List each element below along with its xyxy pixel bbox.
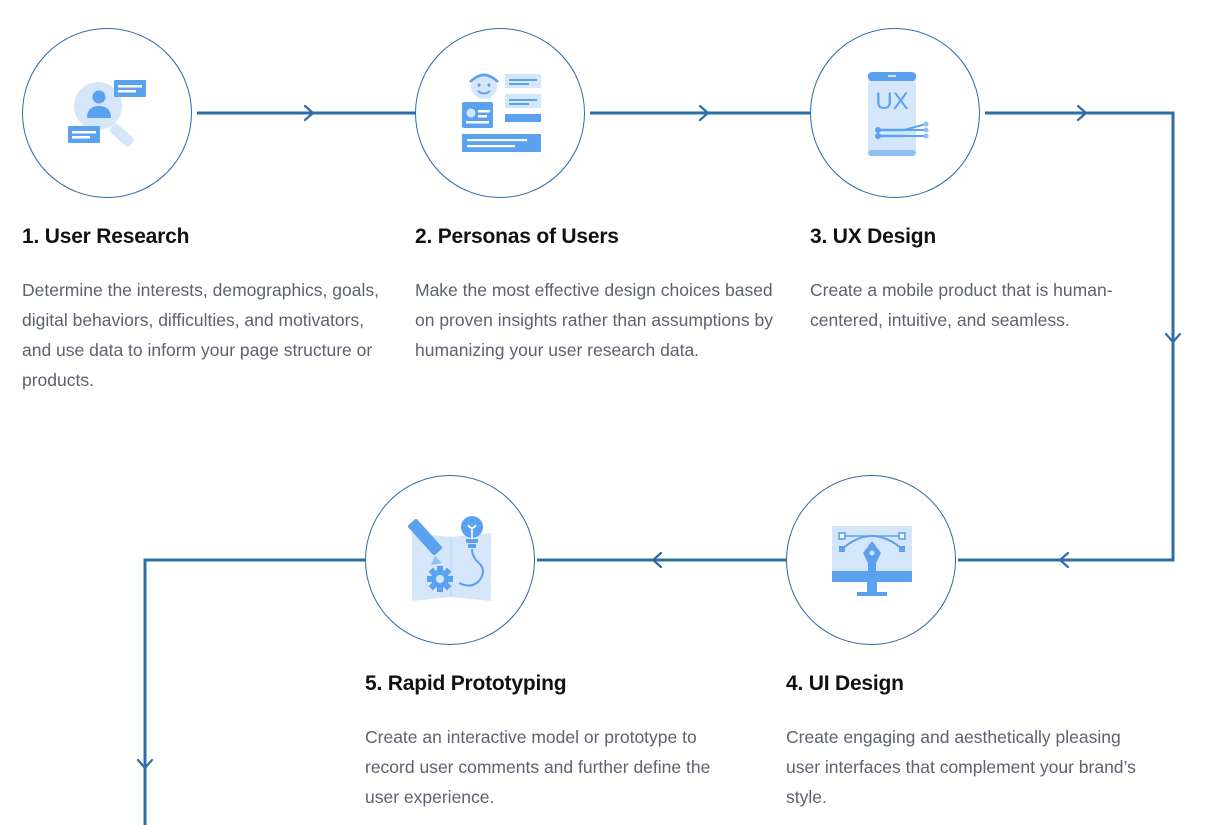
step-2-circle	[415, 28, 585, 198]
arrow-down-icon	[1164, 332, 1182, 344]
step-1-title: 1. User Research	[22, 225, 190, 248]
user-research-icon	[68, 80, 146, 147]
step-4-title: 4. UI Design	[786, 672, 904, 695]
step-4-description: Create engaging and aesthetically pleasi…	[786, 727, 1136, 807]
step-5-circle	[365, 475, 535, 645]
persona-profile-icon	[462, 73, 541, 152]
step-5-description: Create an interactive model or prototype…	[365, 727, 711, 807]
step-3-circle: UX	[810, 28, 980, 198]
prototyping-tools-icon	[407, 516, 491, 601]
ux-mobile-icon: UX	[868, 72, 929, 156]
step-3-description: Create a mobile product that is human-ce…	[810, 280, 1113, 330]
arrow-right-icon	[698, 104, 710, 122]
step-2-title: 2. Personas of Users	[415, 225, 619, 248]
pen-tool-monitor-icon	[832, 526, 912, 596]
step-3-title: 3. UX Design	[810, 225, 936, 248]
arrow-down-icon	[136, 758, 154, 770]
step-4-circle	[786, 475, 956, 645]
step-1-circle	[22, 28, 192, 198]
arrow-left-icon	[1058, 551, 1070, 569]
connector-line-3-4	[958, 111, 1175, 562]
arrow-right-icon	[1076, 104, 1088, 122]
step-2-description: Make the most effective design choices b…	[415, 280, 773, 360]
step-5-title: 5. Rapid Prototyping	[365, 672, 567, 695]
arrow-left-icon	[651, 551, 663, 569]
ux-icon-label: UX	[875, 88, 908, 115]
connector-line-5-exit	[143, 558, 365, 825]
step-1-description: Determine the interests, demographics, g…	[22, 280, 379, 390]
arrow-right-icon	[303, 104, 315, 122]
